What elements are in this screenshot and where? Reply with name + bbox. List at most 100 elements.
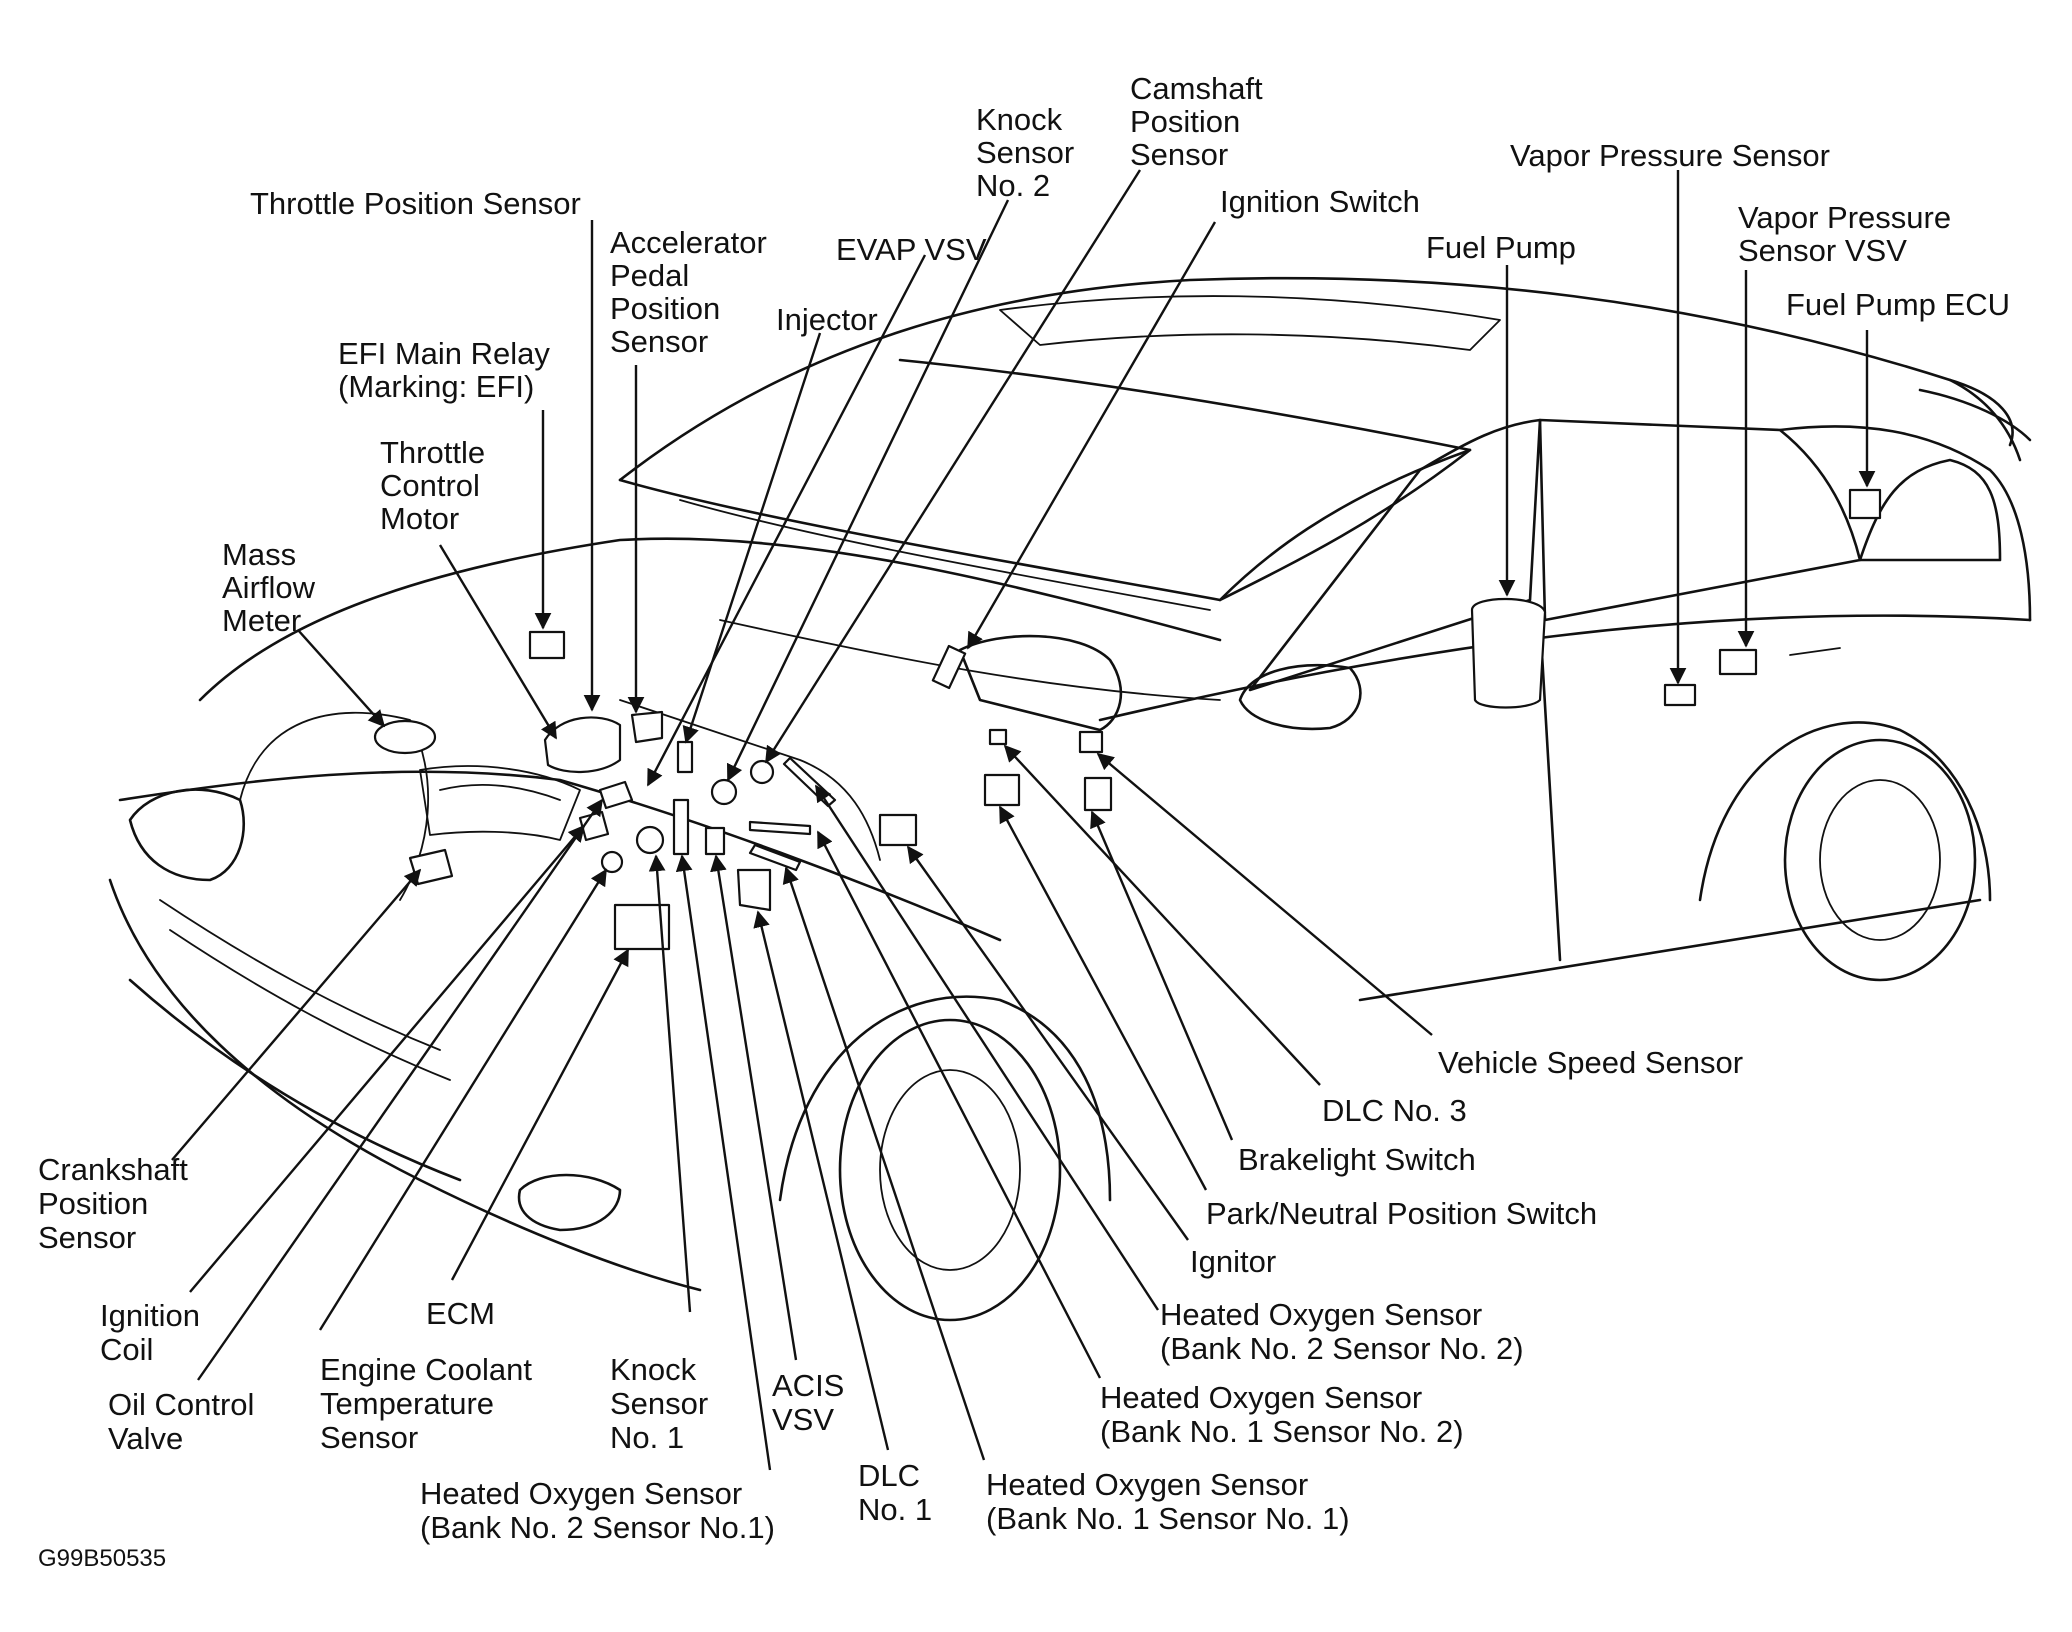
ignitor-symbol <box>878 813 918 847</box>
leader-crankshaft <box>171 868 422 1161</box>
leader-acis-vsv <box>710 854 798 1361</box>
diagram-code: G99B50535 <box>38 1545 166 1572</box>
leader-ho2s-b1s2 <box>816 830 1102 1379</box>
label-evap-vsv: EVAP VSV <box>836 232 987 267</box>
dashboard <box>958 634 1123 732</box>
a-pillar <box>1218 448 1472 602</box>
body-side-top <box>1098 614 2032 722</box>
leader-knock-2 <box>726 199 1010 782</box>
label-vapor-pressure-sensor: Vapor Pressure Sensor <box>1510 138 1830 173</box>
ho2s-b1s2-symbol <box>748 820 812 836</box>
rear-wheel-arch <box>1698 721 1992 902</box>
fuel-pump-symbol <box>1470 597 1547 709</box>
fuel-pump-ecu-symbol <box>1848 488 1882 520</box>
label-camshaft-position-sensor: Camshaft Position Sensor <box>1130 71 1271 172</box>
front-wheel-hub <box>879 1069 1021 1271</box>
camshaft-sensor-symbol <box>749 759 775 785</box>
vapor-pressure-sensor-symbol <box>1663 683 1697 707</box>
label-acis-vsv: ACIS VSV <box>772 1368 853 1437</box>
leader-dlc3 <box>1003 744 1321 1086</box>
rear-wheel-hub <box>1819 779 1941 941</box>
label-vehicle-speed-sensor: Vehicle Speed Sensor <box>1438 1045 1743 1080</box>
c-pillar <box>1778 425 2032 622</box>
label-knock-sensor-1: Knock Sensor No. 1 <box>610 1352 717 1455</box>
label-ignition-switch: Ignition Switch <box>1220 184 1420 219</box>
leader-brakelight <box>1090 810 1234 1141</box>
rear-spoiler <box>1918 388 2032 442</box>
front-bumper <box>108 878 702 1292</box>
leader-lines <box>171 169 1876 1471</box>
label-injector: Injector <box>776 302 878 337</box>
leader-vehicle-speed <box>1096 752 1433 1036</box>
label-ignitor: Ignitor <box>1190 1244 1276 1279</box>
door-handle-rear <box>1789 647 1841 656</box>
leader-oil-control <box>197 798 603 1381</box>
door-split <box>1538 618 1562 962</box>
grille-bars <box>159 899 451 1081</box>
accel-pedal-sensor-symbol <box>630 710 664 744</box>
engine-bay-right <box>619 699 881 861</box>
label-ecm: ECM <box>426 1296 495 1331</box>
leader-maf <box>297 629 386 728</box>
front-lower-grille <box>128 978 462 1182</box>
rear-door-window <box>1538 418 1862 622</box>
leader-park-neutral <box>998 805 1208 1191</box>
cowl <box>719 619 1221 701</box>
injector-symbol <box>676 740 694 774</box>
label-ho2s-bank1-sensor1: Heated Oxygen Sensor (Bank No. 1 Sensor … <box>986 1467 1350 1536</box>
label-ho2s-bank2-sensor1: Heated Oxygen Sensor (Bank No. 2 Sensor … <box>420 1476 775 1545</box>
label-fuel-pump-ecu: Fuel Pump ECU <box>1786 287 2010 322</box>
leader-evap-vsv <box>646 254 927 787</box>
label-dlc-no-1: DLC No. 1 <box>858 1458 932 1527</box>
leader-coolant-temp <box>318 868 608 1331</box>
engine-air-box <box>419 765 581 841</box>
leader-injector <box>682 332 822 744</box>
label-throttle-control-motor: Throttle Control Motor <box>380 435 494 536</box>
vehicle-speed-sensor-symbol <box>1078 730 1104 754</box>
label-ho2s-bank2-sensor2: Heated Oxygen Sensor (Bank No. 2 Sensor … <box>1160 1297 1524 1366</box>
label-fuel-pump: Fuel Pump <box>1426 230 1576 265</box>
label-throttle-position-sensor: Throttle Position Sensor <box>250 186 581 221</box>
engine-intake <box>439 783 561 801</box>
efi-main-relay-symbol <box>528 630 566 660</box>
label-vapor-pressure-sensor-vsv: Vapor Pressure Sensor VSV <box>1738 200 1960 268</box>
oil-control-valve-symbol <box>598 780 634 810</box>
ho2s-b2s1-symbol <box>672 798 690 856</box>
ignition-switch-symbol <box>931 644 967 690</box>
hood-outline <box>198 537 1222 702</box>
label-dlc-no-3: DLC No. 3 <box>1322 1093 1467 1128</box>
label-knock-sensor-2: Knock Sensor No. 2 <box>976 102 1083 203</box>
knock-sensor-2-symbol <box>710 778 738 806</box>
leader-ignition-coil <box>189 824 586 1293</box>
label-ho2s-bank1-sensor2: Heated Oxygen Sensor (Bank No. 1 Sensor … <box>1100 1380 1464 1449</box>
dlc3-symbol <box>988 728 1008 746</box>
label-mass-airflow-meter: Mass Airflow Meter <box>222 537 324 638</box>
side-mirror <box>1238 664 1362 731</box>
car-outline <box>108 276 2032 1322</box>
leader-ho2s-b1s1 <box>782 866 986 1461</box>
windshield-inner <box>679 499 1211 611</box>
mass-airflow-meter-symbol <box>373 719 437 755</box>
label-oil-control-valve: Oil Control Valve <box>108 1387 263 1456</box>
headlight <box>128 788 246 882</box>
leader-camshaft <box>764 169 1142 764</box>
vapor-pressure-vsv-symbol <box>1718 648 1758 676</box>
label-park-neutral-position-switch: Park/Neutral Position Switch <box>1206 1196 1597 1231</box>
brakelight-switch-symbol <box>1083 776 1113 812</box>
labels: Throttle Position Sensor Accelerator Ped… <box>38 71 2010 1572</box>
dlc1-symbol <box>736 868 772 912</box>
label-engine-coolant-temperature-sensor: Engine Coolant Temperature Sensor <box>320 1352 541 1455</box>
knock-sensor-1-symbol <box>635 825 665 855</box>
coolant-temp-sensor-symbol <box>600 850 624 874</box>
leader-ignitor <box>907 845 1189 1241</box>
label-crankshaft-position-sensor: Crankshaft Position Sensor <box>38 1152 197 1255</box>
leader-ho2s-b2s1 <box>675 854 772 1471</box>
throttle-body-symbol <box>543 716 622 774</box>
park-neutral-switch-symbol <box>983 773 1021 807</box>
rear-wheel <box>1783 738 1977 982</box>
leader-ho2s-b2s2 <box>814 784 1160 1311</box>
acis-vsv-symbol <box>704 826 726 856</box>
leader-ignition-switch <box>966 221 1217 650</box>
